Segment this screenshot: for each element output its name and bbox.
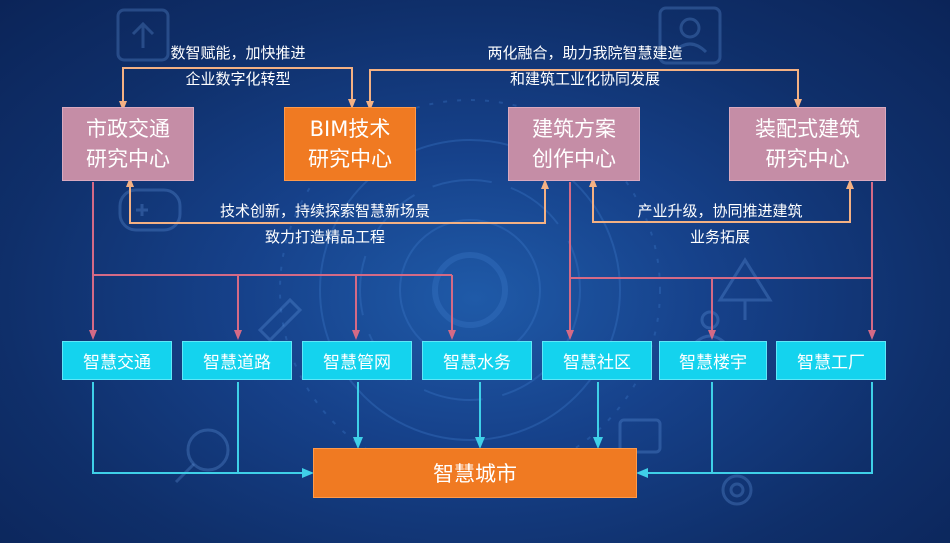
arrow-architecture-prefab (589, 177, 854, 223)
smart-item-road: 智慧道路 (182, 341, 292, 380)
at-icon (721, 474, 753, 506)
caption-mid-left-line2: 致力打造精品工程 (264, 228, 385, 246)
feed-left (92, 382, 314, 478)
smart-item-community: 智慧社区 (542, 341, 652, 380)
gamepad-icon (118, 188, 182, 232)
arrow-municipal-bim (119, 67, 356, 111)
upload-icon (116, 8, 170, 62)
caption-mid-right-line1: 产业升级，协同推进建筑 (637, 202, 803, 220)
caption-top-left-line1: 数智赋能，加快推进 (170, 44, 306, 62)
caption-mid-left-line1: 技术创新，持续探索智慧新场景 (219, 202, 430, 220)
center-prefab: 装配式建筑 研究中心 (729, 107, 886, 181)
center-architecture: 建筑方案 创作中心 (508, 107, 640, 181)
photo-icon (618, 418, 662, 454)
center-bim-label: BIM技术 研究中心 (308, 117, 392, 171)
center-municipal-traffic: 市政交通 研究中心 (62, 107, 194, 181)
center-bim: BIM技术 研究中心 (284, 107, 416, 181)
caption-mid-right-line2: 业务拓展 (689, 228, 750, 246)
smart-item-factory: 智慧工厂 (776, 341, 886, 380)
caption-top-left: 数智赋能，加快推进 企业数字化转型 (118, 40, 358, 92)
center-architecture-label: 建筑方案 创作中心 (532, 117, 616, 171)
smart-item-traffic: 智慧交通 (62, 341, 172, 380)
tree-icon (717, 257, 773, 320)
feed-right (636, 382, 873, 478)
user-icon (658, 6, 722, 65)
caption-top-right-line1: 两化融合，助力我院智慧建造 (487, 44, 683, 62)
caption-mid-right: 产业升级，协同推进建筑 业务拓展 (605, 198, 835, 250)
smart-city: 智慧城市 (313, 448, 637, 498)
pencil-icon (257, 297, 303, 343)
arrow-municipal-architecture (126, 177, 549, 224)
distribution-right (569, 182, 873, 279)
center-prefab-label: 装配式建筑 研究中心 (755, 117, 860, 171)
smart-item-water: 智慧水务 (422, 341, 532, 380)
caption-top-right-line2: 和建筑工业化协同发展 (509, 70, 660, 88)
caption-mid-left: 技术创新，持续探索智慧新场景 致力打造精品工程 (185, 198, 465, 250)
caption-top-right: 两化融合，助力我院智慧建造 和建筑工业化协同发展 (455, 40, 715, 92)
center-municipal-traffic-label: 市政交通 研究中心 (86, 117, 170, 171)
smart-item-building: 智慧楼宇 (659, 341, 767, 380)
smart-item-pipe-network: 智慧管网 (302, 341, 412, 380)
caption-top-left-line2: 企业数字化转型 (185, 70, 291, 88)
arrow-bim-prefab (366, 69, 802, 111)
